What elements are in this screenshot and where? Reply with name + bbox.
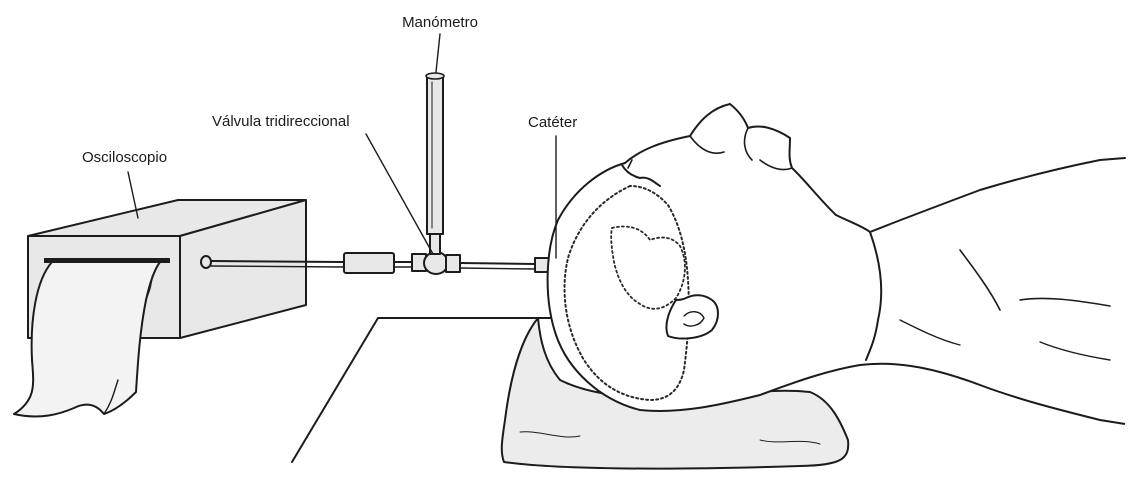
label-catheter: Catéter	[528, 114, 577, 131]
label-manometer: Manómetro	[402, 14, 478, 31]
patient	[502, 104, 1125, 469]
three-way-valve	[424, 252, 448, 274]
label-oscilloscope: Osciloscopio	[82, 149, 167, 166]
transducer	[344, 253, 394, 273]
manometer	[426, 73, 444, 254]
label-valve: Válvula tridireccional	[212, 113, 350, 130]
head-outline	[548, 163, 1125, 424]
manometer-tube	[427, 76, 443, 234]
ear	[666, 295, 718, 338]
label-manometer-group: Manómetro	[402, 14, 478, 72]
